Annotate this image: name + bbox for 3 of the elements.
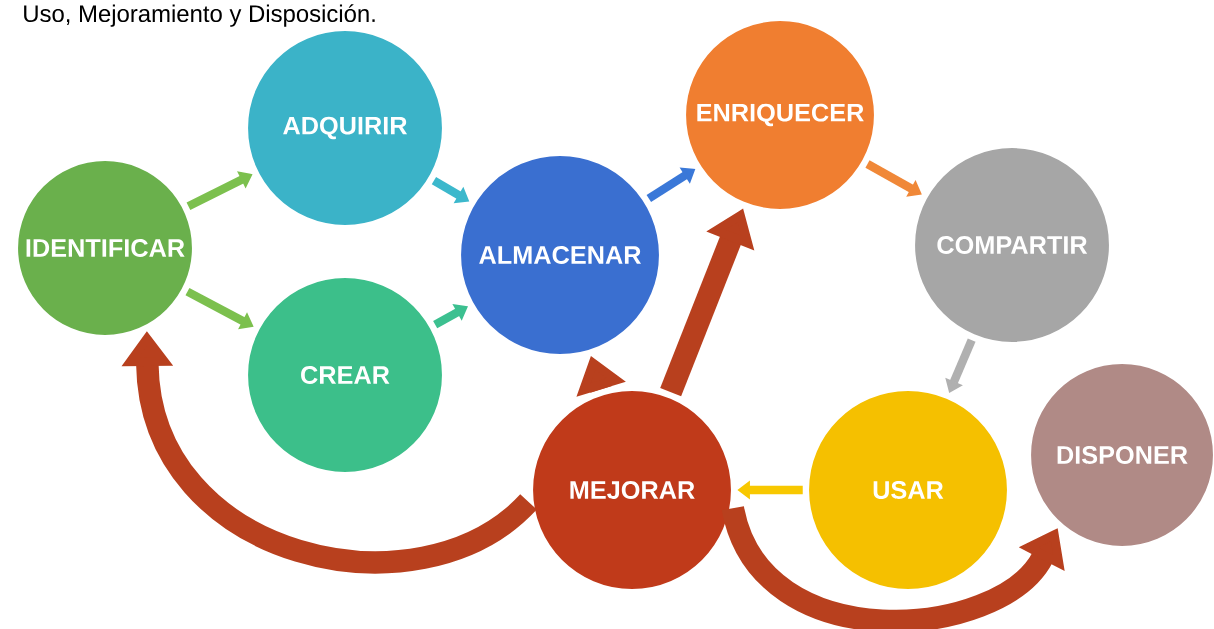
arrow <box>865 160 922 197</box>
arrow <box>433 304 468 329</box>
caption-text: Uso, Mejoramiento y Disposición. <box>24 4 375 27</box>
